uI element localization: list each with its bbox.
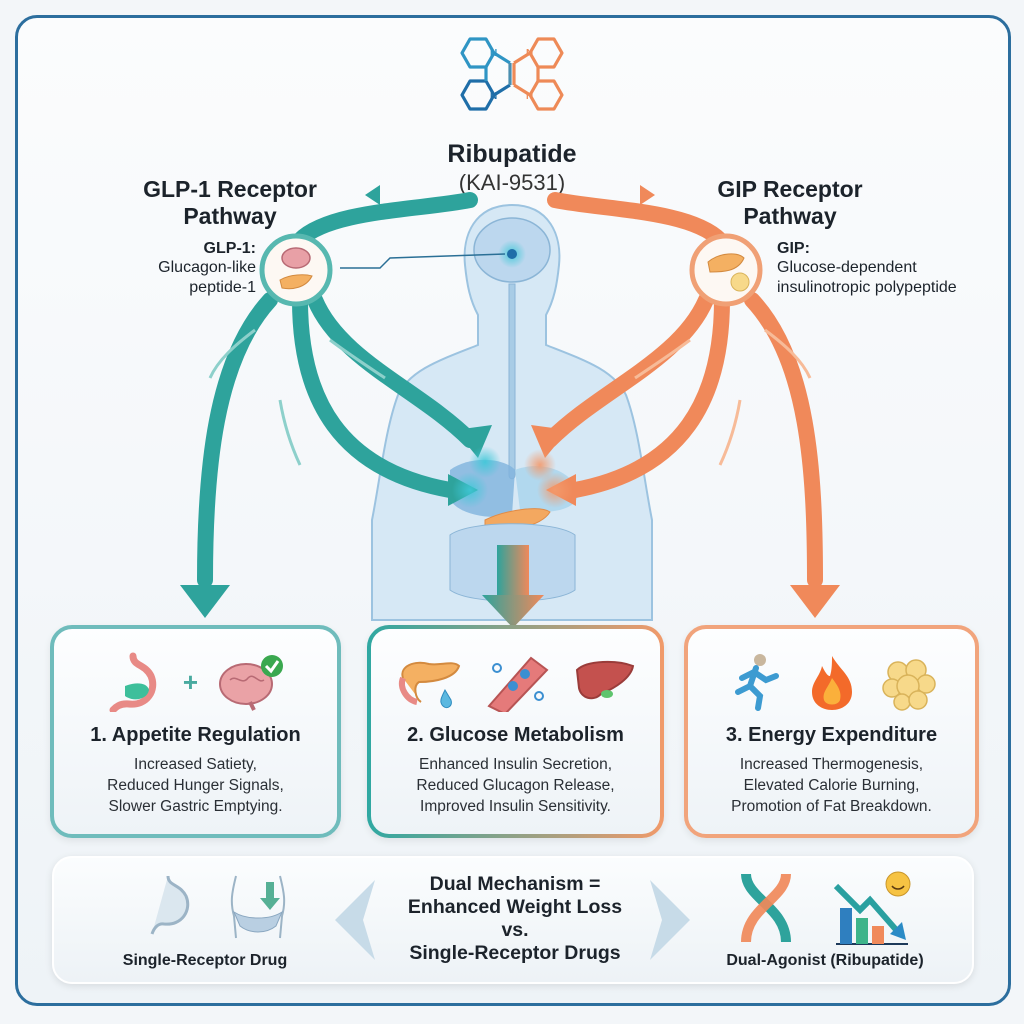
effect-line: Reduced Glucagon Release,	[416, 777, 615, 794]
waist-down-arrow-icon	[230, 875, 286, 939]
gip-def-line2: insulinotropic polypeptide	[777, 279, 957, 296]
single-receptor-icons	[150, 875, 286, 939]
glp1-definition: Glucagon-like peptide-1	[120, 258, 256, 298]
glp1-arrows	[197, 192, 478, 588]
effect-description: Increased Satiety, Reduced Hunger Signal…	[54, 754, 337, 817]
stomach-outline-icon	[150, 875, 190, 935]
fat-cell-icon	[881, 659, 936, 711]
glp1-title-line2: Pathway	[183, 203, 277, 229]
effect-line: Reduced Hunger Signals,	[107, 777, 284, 794]
single-receptor-label: Single-Receptor Drug	[122, 952, 288, 969]
drug-name: Ribupatide	[447, 140, 577, 168]
effect-card-energy: 3. Energy Expenditure Increased Thermoge…	[684, 625, 979, 838]
comparison-panel	[52, 856, 974, 984]
running-person-icon	[734, 654, 779, 711]
liver-icon	[575, 660, 634, 700]
svg-text:N: N	[490, 48, 497, 59]
glp1-def-line1: Glucagon-like	[158, 259, 256, 276]
glp1-secondary-arrows	[208, 328, 386, 466]
gip-abbr: GIP:	[777, 240, 810, 257]
effect-title: 1. Appetite Regulation	[90, 724, 301, 746]
blood-vessel-icon	[486, 656, 549, 712]
comparison-line: vs.	[501, 919, 529, 941]
svg-text:N: N	[490, 91, 497, 102]
declining-chart-smiley-icon	[833, 871, 911, 945]
effect-card-appetite: + 1. Appetite Regulation Increased Satie…	[50, 625, 341, 838]
pancreas-drop-icon	[398, 661, 460, 709]
gip-def-line1: Glucose-dependent	[777, 259, 917, 276]
gip-title-line1: GIP Receptor	[717, 176, 863, 202]
effect-description: Enhanced Insulin Secretion, Reduced Gluc…	[371, 754, 660, 817]
pathway-diagram	[180, 185, 840, 628]
gip-secondary-arrows	[634, 328, 812, 466]
glp1-pathway-title: GLP-1 Receptor Pathway	[115, 176, 345, 230]
glp1-abbr: GLP-1:	[203, 240, 256, 257]
bipyridine-molecule-icon: N N N N	[460, 37, 564, 111]
center-down-arrow-shaft	[497, 545, 529, 595]
right-chevron-icon	[650, 880, 690, 960]
gip-title-line2: Pathway	[743, 203, 837, 229]
flame-icon	[811, 656, 852, 710]
plus-icon: +	[182, 666, 199, 697]
svg-text:N: N	[526, 91, 533, 102]
effect-description: Increased Thermogenesis, Elevated Calori…	[688, 754, 975, 817]
effect-card-glucose: 2. Glucose Metabolism Enhanced Insulin S…	[367, 625, 664, 838]
comparison-line: Single-Receptor Drugs	[409, 942, 621, 964]
left-chevron-icon	[335, 880, 375, 960]
effect-line: Slower Gastric Emptying.	[108, 798, 283, 815]
effect-line: Improved Insulin Sensitivity.	[420, 798, 611, 815]
gip-definition: Glucose-dependent insulinotropic polypep…	[777, 258, 1007, 298]
comparison-line: Enhanced Weight Loss	[407, 896, 623, 918]
effect-line: Promotion of Fat Breakdown.	[731, 798, 932, 815]
brain-connector-line	[340, 253, 506, 269]
effect-line: Enhanced Insulin Secretion,	[418, 756, 613, 773]
effect-title: 2. Glucose Metabolism	[407, 724, 624, 746]
gip-pathway-title: GIP Receptor Pathway	[705, 176, 875, 230]
gip-arrows	[542, 192, 823, 588]
comparison-line: Dual Mechanism =	[429, 873, 601, 895]
drug-code: (KAI-9531)	[458, 170, 566, 195]
comparison-statement: Dual Mechanism = Enhanced Weight Loss vs…	[370, 873, 660, 965]
effect-line: Increased Satiety,	[134, 756, 257, 773]
glp1-title-line1: GLP-1 Receptor	[143, 176, 317, 202]
dual-agonist-label: Dual-Agonist (Ribupatide)	[726, 952, 924, 969]
brain-pancreas-icon	[259, 233, 333, 307]
glp1-def-line2: peptide-1	[189, 279, 256, 296]
effect-title: 3. Energy Expenditure	[725, 724, 938, 746]
intertwined-strands-icon	[741, 873, 791, 943]
center-down-arrow-head	[482, 595, 544, 628]
brain-check-icon	[219, 655, 284, 711]
pancreas-fat-cell-icon	[689, 233, 763, 307]
effect-line: Elevated Calorie Burning,	[743, 777, 920, 794]
dual-agonist-icons	[741, 871, 911, 945]
stomach-icon	[109, 652, 157, 712]
svg-text:N: N	[526, 48, 533, 59]
effect-line: Increased Thermogenesis,	[739, 756, 924, 773]
